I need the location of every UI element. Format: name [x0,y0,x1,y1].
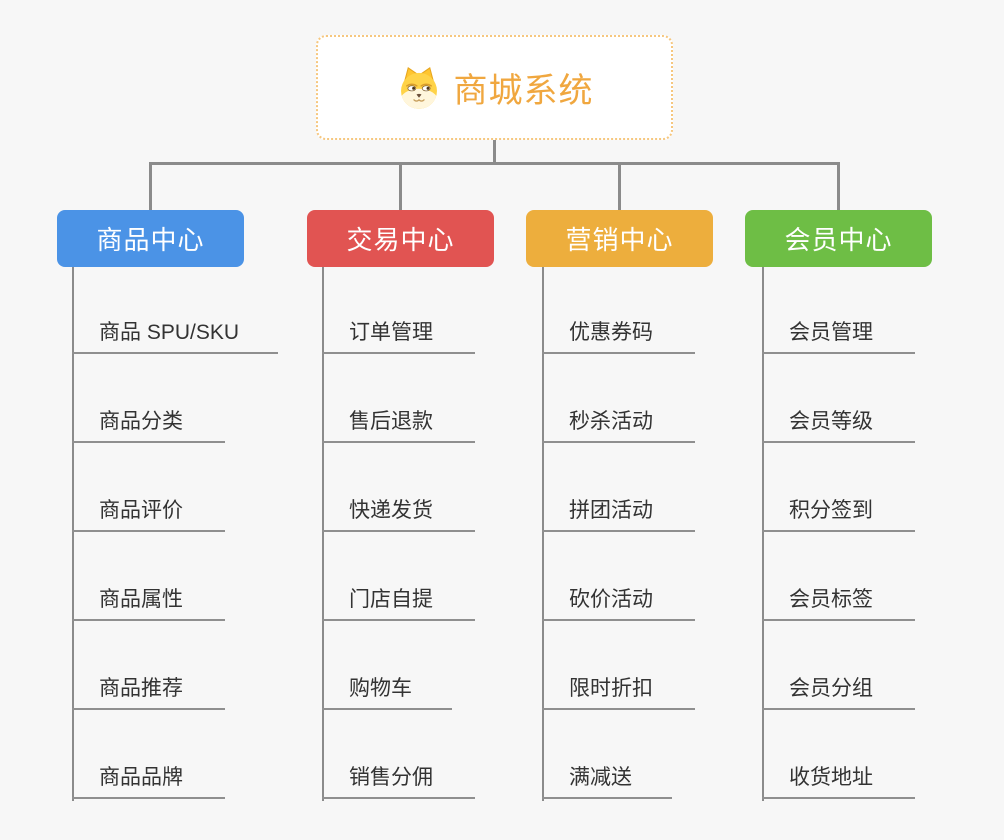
child-node[interactable]: 积分签到 [762,490,915,532]
child-node[interactable]: 商品分类 [72,401,225,443]
connector-horizontal-bus [149,162,840,165]
child-node[interactable]: 限时折扣 [542,668,695,710]
root-title: 商城系统 [453,72,594,110]
child-node[interactable]: 销售分佣 [322,757,475,799]
child-node[interactable]: 门店自提 [322,579,475,621]
child-node[interactable]: 会员等级 [762,401,915,443]
child-node[interactable]: 会员标签 [762,579,915,621]
child-node[interactable]: 拼团活动 [542,490,695,532]
children-member-center: 会员管理 会员等级 积分签到 会员标签 会员分组 收货地址 [762,267,1002,801]
connector-stub-member [837,162,840,210]
branch-trade-center[interactable]: 交易中心 [307,210,494,267]
children-marketing-center: 优惠券码 秒杀活动 拼团活动 砍价活动 限时折扣 满减送 [542,267,782,801]
root-node[interactable]: 商城系统 [316,35,673,140]
child-node[interactable]: 收货地址 [762,757,915,799]
child-node[interactable]: 满减送 [542,757,672,799]
children-product-center: 商品 SPU/SKU 商品分类 商品评价 商品属性 商品推荐 商品品牌 [72,267,312,801]
branch-member-center[interactable]: 会员中心 [745,210,932,267]
child-node[interactable]: 快递发货 [322,490,475,532]
dog-face-icon [396,65,442,111]
child-node[interactable]: 购物车 [322,668,452,710]
child-node[interactable]: 商品推荐 [72,668,225,710]
connector-stub-product [149,162,152,210]
child-node[interactable]: 商品品牌 [72,757,225,799]
child-node[interactable]: 售后退款 [322,401,475,443]
connector-stub-marketing [618,162,621,210]
child-node[interactable]: 订单管理 [322,312,475,354]
branch-product-center[interactable]: 商品中心 [57,210,244,267]
connector-stub-trade [399,162,402,210]
branch-marketing-center[interactable]: 营销中心 [526,210,713,267]
child-node[interactable]: 商品评价 [72,490,225,532]
child-node[interactable]: 会员管理 [762,312,915,354]
child-node[interactable]: 秒杀活动 [542,401,695,443]
child-node[interactable]: 优惠券码 [542,312,695,354]
child-node[interactable]: 商品属性 [72,579,225,621]
connector-root-drop [493,140,496,165]
child-node[interactable]: 砍价活动 [542,579,695,621]
child-node[interactable]: 会员分组 [762,668,915,710]
children-trade-center: 订单管理 售后退款 快递发货 门店自提 购物车 销售分佣 [322,267,562,801]
child-node[interactable]: 商品 SPU/SKU [72,312,278,354]
